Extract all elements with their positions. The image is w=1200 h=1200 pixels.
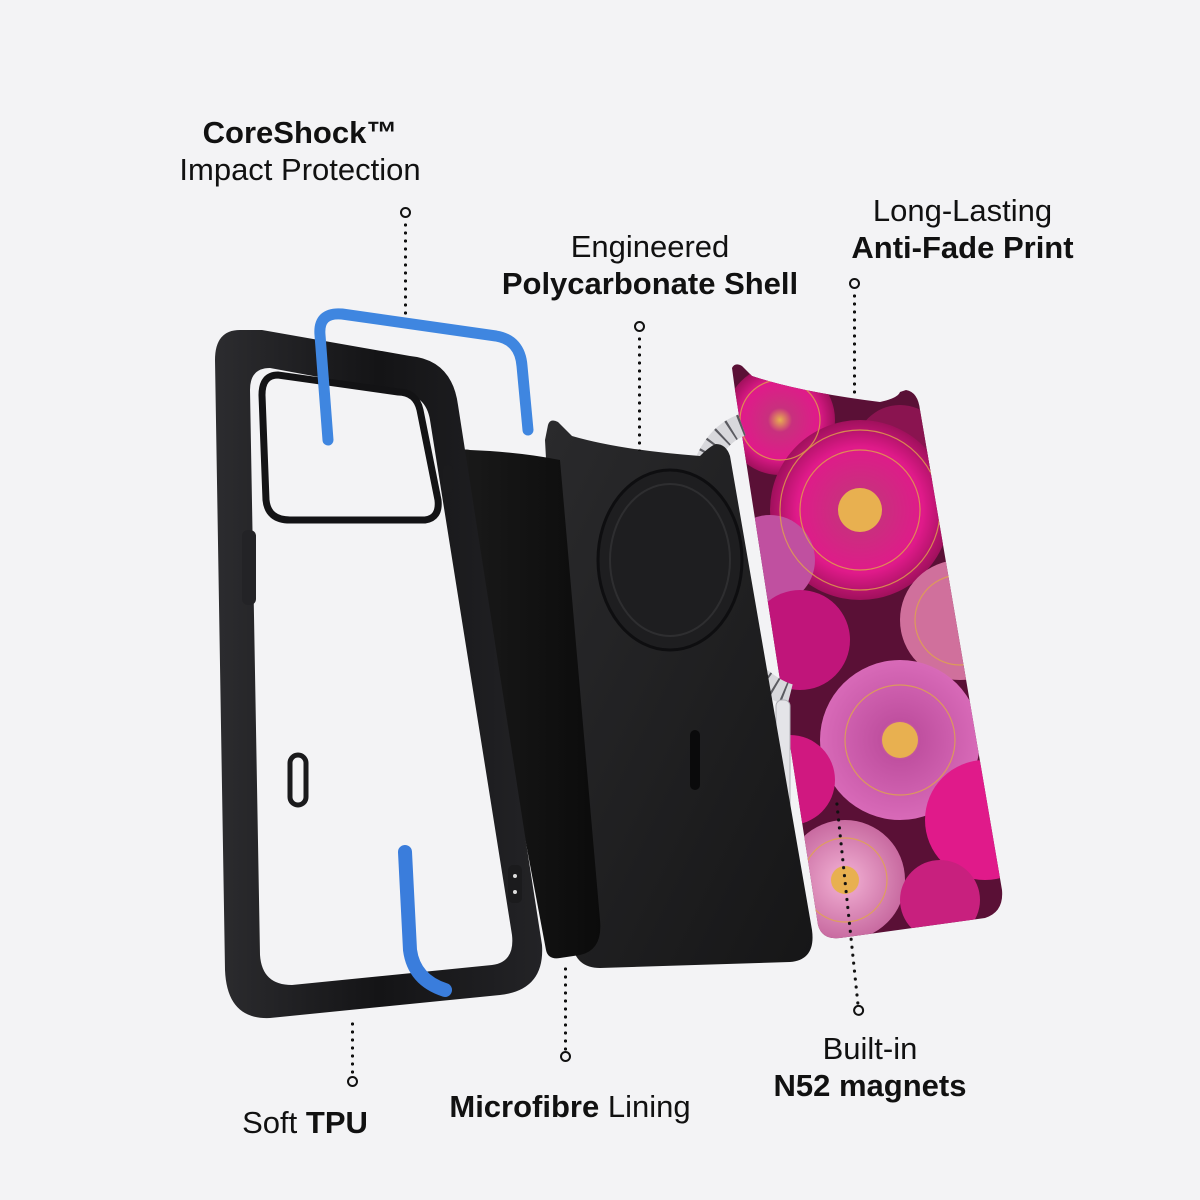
connector-end-icon	[852, 1004, 865, 1017]
antifade-connector	[848, 278, 862, 398]
connector-end-icon	[634, 321, 645, 332]
connector-end-icon	[560, 1051, 571, 1062]
label-tpu-prefix: Soft	[242, 1105, 298, 1140]
connector-end-icon	[849, 278, 860, 289]
label-magnets-subtitle: Built-in	[822, 1031, 918, 1066]
coreshock-connector	[399, 207, 413, 315]
label-magnets-title: N52 magnets	[773, 1068, 967, 1104]
label-coreshock-subtitle: Impact Protection	[179, 152, 421, 188]
tpu-frame-layer	[215, 330, 543, 1019]
label-polycarbonate-title: Polycarbonate Shell	[501, 266, 799, 302]
label-magnets: Built-in N52 magnets	[740, 1030, 1000, 1104]
coreshock-bumpers	[314, 308, 534, 997]
anti-fade-print-layer	[732, 364, 1003, 939]
dotted-leader-icon	[638, 335, 641, 451]
label-coreshock-title: CoreShock™	[202, 115, 398, 150]
label-microfibre: Microfibre Lining	[420, 1088, 720, 1125]
label-coreshock: CoreShock™ Impact Protection	[140, 114, 460, 188]
label-tpu: Soft TPU	[215, 1104, 395, 1141]
dotted-leader-icon	[351, 1020, 354, 1076]
label-microfibre-title: Microfibre	[449, 1089, 600, 1124]
label-antifade-title: Anti-Fade Print	[851, 230, 1074, 266]
tpu-connector	[346, 1020, 360, 1090]
dotted-leader-icon	[853, 292, 856, 398]
label-antifade: Long-Lasting Anti-Fade Print	[820, 192, 1105, 266]
label-polycarbonate-subtitle: Engineered	[570, 229, 730, 264]
microfibre-connector	[559, 965, 573, 1065]
dotted-leader-icon	[564, 965, 567, 1051]
dotted-leader-icon	[404, 221, 407, 315]
label-tpu-title: TPU	[305, 1105, 368, 1140]
label-antifade-subtitle: Long-Lasting	[872, 193, 1053, 228]
microfibre-lining-layer	[456, 449, 601, 959]
connector-end-icon	[347, 1076, 358, 1087]
polycarbonate-connector	[633, 321, 647, 451]
polycarbonate-shell-layer	[545, 420, 813, 969]
label-polycarbonate: Engineered Polycarbonate Shell	[470, 228, 830, 302]
connector-end-icon	[400, 207, 411, 218]
label-microfibre-suffix: Lining	[607, 1089, 691, 1124]
